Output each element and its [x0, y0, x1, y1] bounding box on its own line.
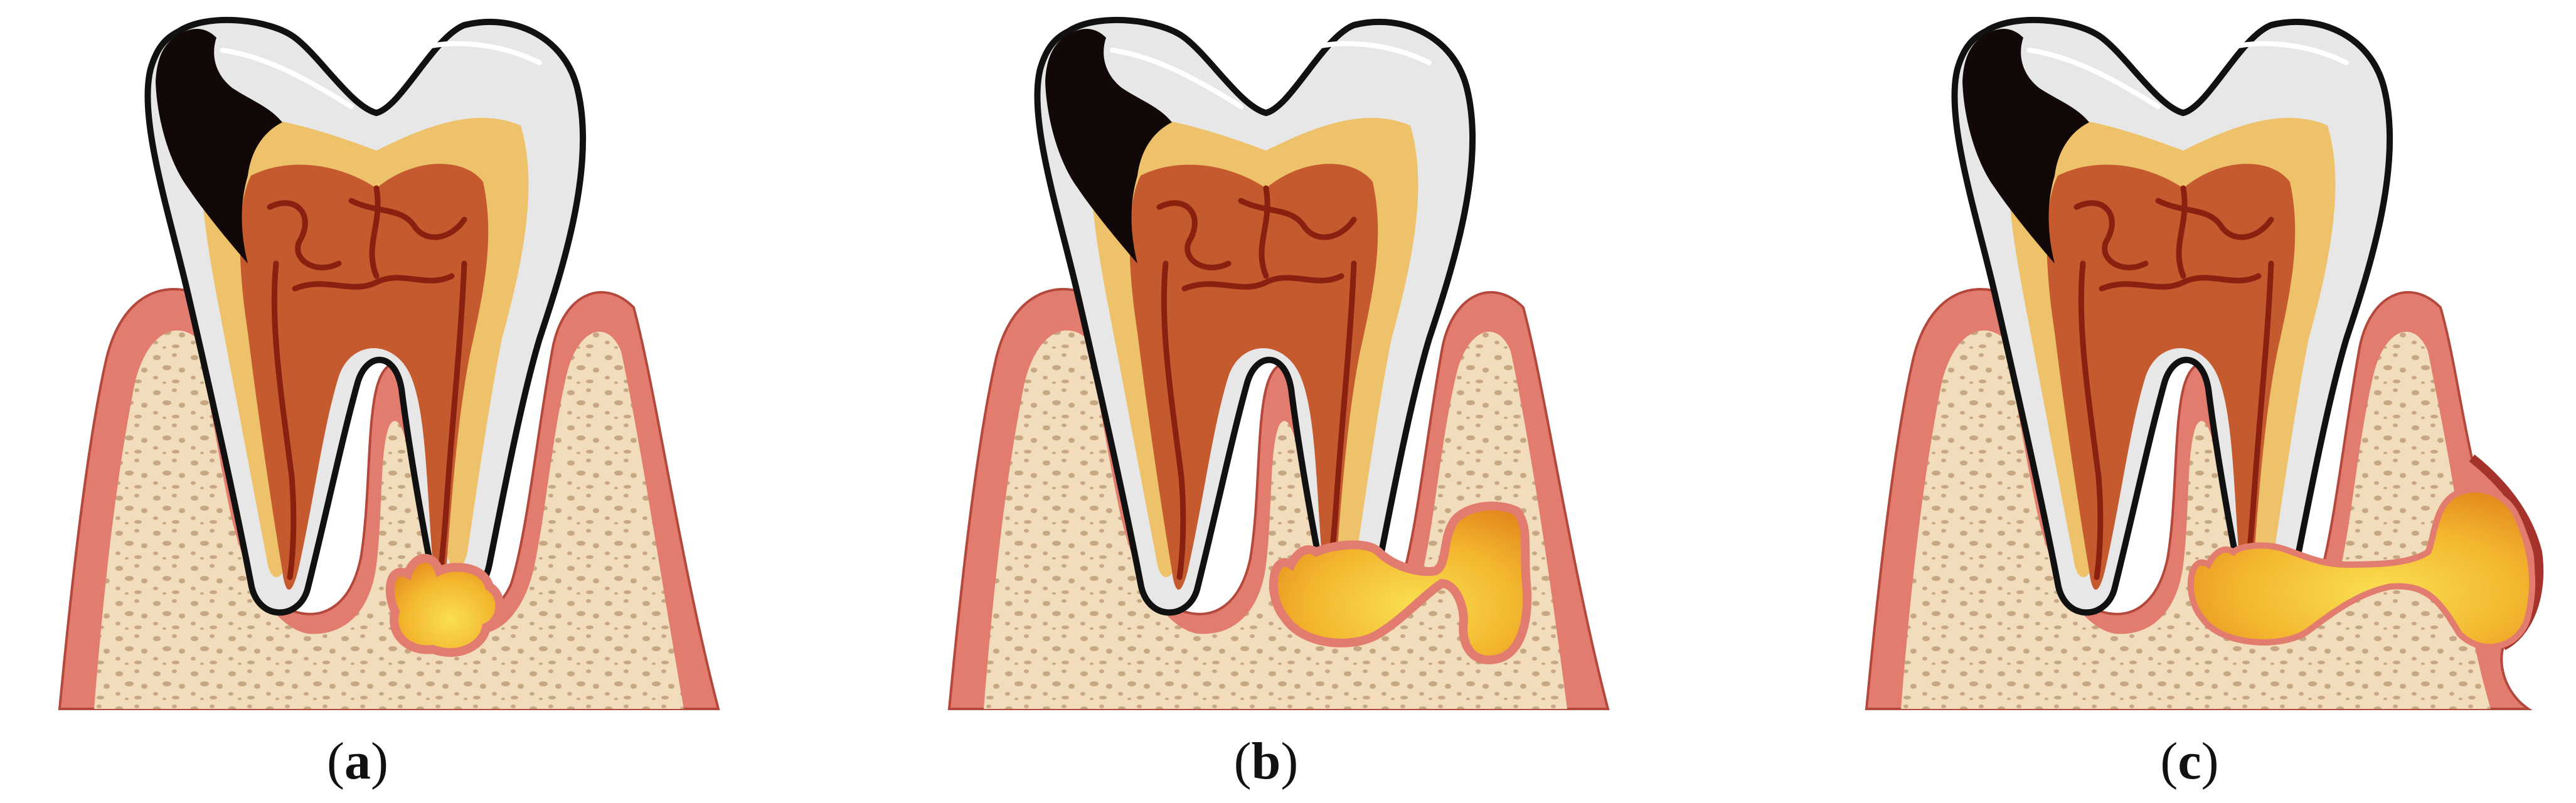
alveolar-bone — [984, 330, 1567, 709]
subperiosteal-abscess — [2187, 486, 2536, 651]
spreading-abscess — [1269, 501, 1532, 664]
caption-b: (b) — [1233, 732, 1299, 790]
panel-c — [1865, 20, 2544, 710]
alveolar-bone — [1901, 330, 2491, 709]
panel-a — [58, 20, 720, 710]
periapical-abscess — [385, 554, 504, 657]
panel-b — [947, 20, 1610, 710]
caption-a: (a) — [327, 732, 388, 790]
caption-c: (c) — [2160, 732, 2219, 790]
alveolar-bone — [94, 330, 684, 709]
